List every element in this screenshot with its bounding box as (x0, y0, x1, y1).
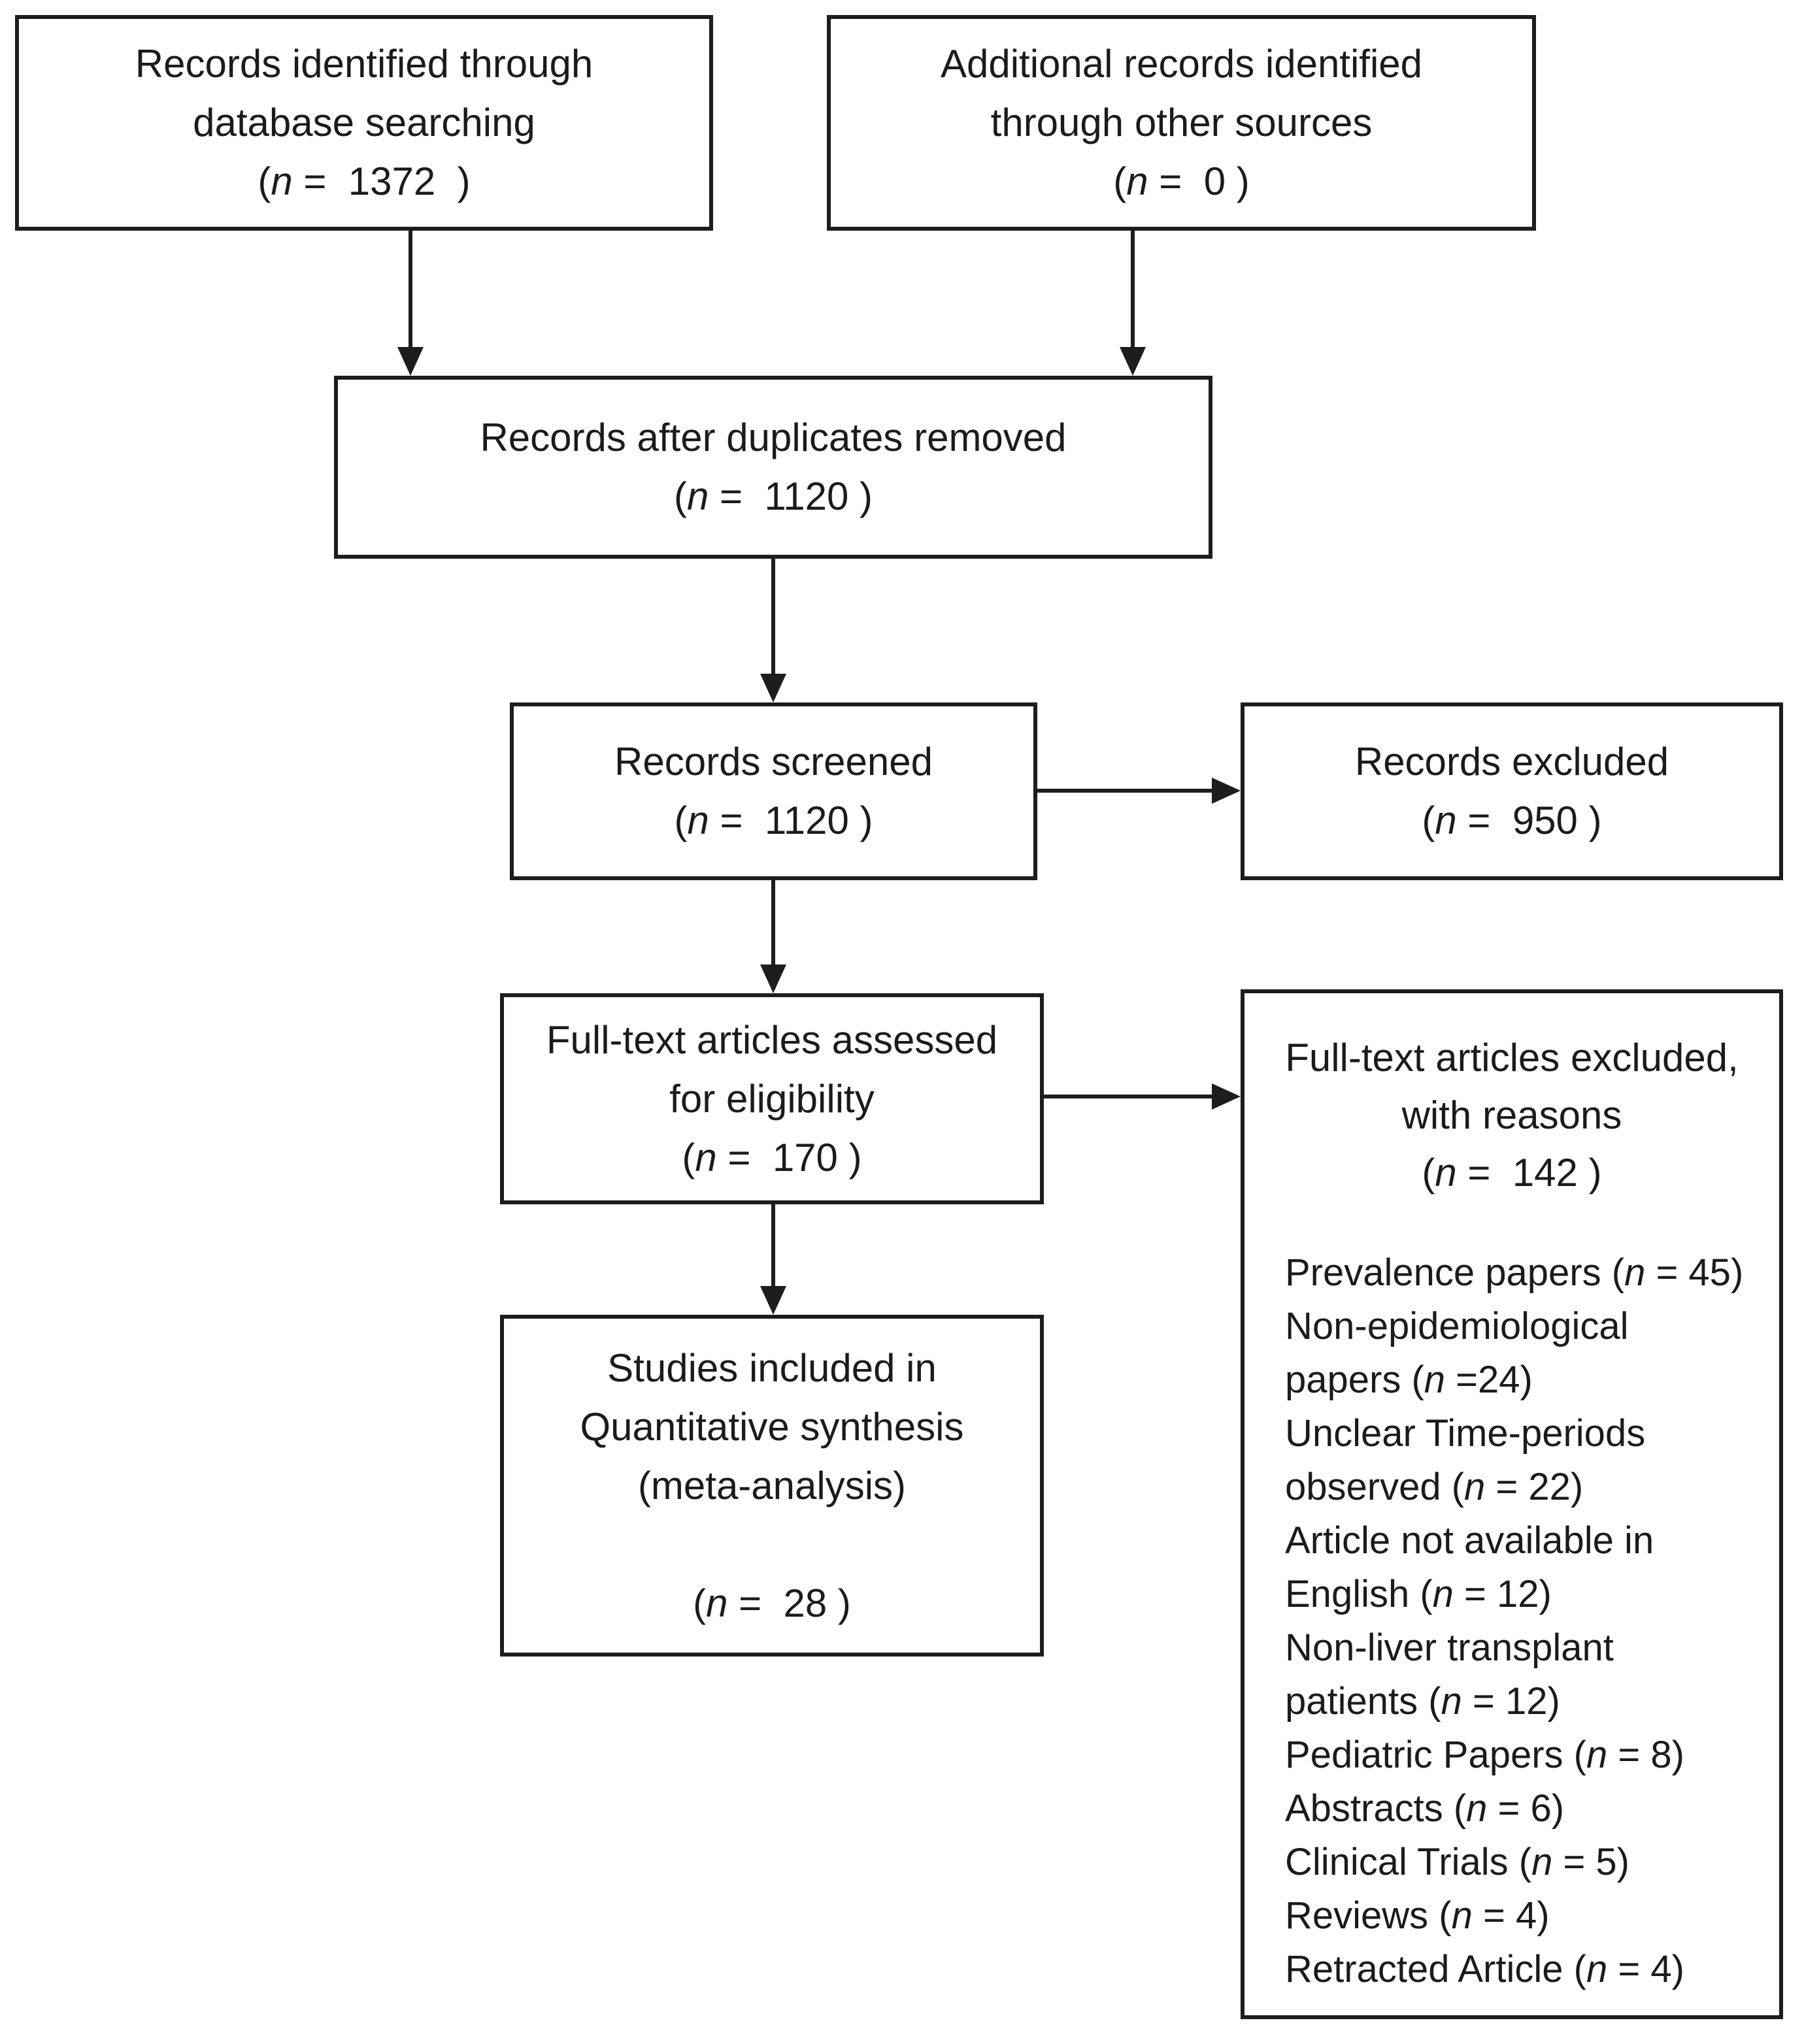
text-line: through other sources (990, 101, 1373, 144)
arrow-line (1037, 789, 1220, 793)
text-line: Non-epidemiological (1285, 1305, 1629, 1347)
fulltext-excluded-header: Full-text articles excluded, with reasons… (1244, 1029, 1779, 1202)
box-additional-records: Additional records identified through oth… (827, 15, 1536, 231)
text-line: Records excluded (1354, 740, 1669, 783)
text-line: papers (n =24) (1285, 1359, 1533, 1401)
text-line: Article not available in (1285, 1519, 1654, 1562)
box-studies-included: Studies included in Quantitative synthesi… (500, 1315, 1044, 1657)
text-line: Reviews (n = 4) (1285, 1894, 1550, 1937)
text-line (767, 1515, 778, 1574)
text-line: (n = 170 ) (682, 1135, 862, 1179)
text-line: (n = 1120 ) (673, 474, 873, 518)
text-line: Quantitative synthesis (580, 1404, 964, 1449)
text-line: Records screened (614, 740, 933, 783)
text-line: Full-text articles excluded, (1285, 1036, 1739, 1080)
text-line: (n = 1372 ) (258, 159, 471, 203)
arrow-line (771, 559, 775, 680)
arrow-line (771, 880, 775, 969)
arrowhead-right-icon (1212, 778, 1241, 804)
text-line: Retracted Article (n = 4) (1285, 1948, 1684, 1990)
text-line: (meta-analysis) (637, 1463, 907, 1508)
arrow-line (771, 1204, 775, 1291)
arrowhead-right-icon (1212, 1083, 1241, 1110)
text-line: English (n = 12) (1285, 1573, 1552, 1615)
box-fulltext-excluded: Full-text articles excluded, with reasons… (1241, 989, 1783, 2019)
text-line: (n = 950 ) (1422, 799, 1602, 842)
text-line: (n = 0 ) (1113, 159, 1250, 203)
text-line: Pediatric Papers (n = 8) (1285, 1734, 1684, 1776)
box-records-screened: Records screened (n = 1120 ) (510, 702, 1037, 880)
text-line: Abstracts (n = 6) (1285, 1787, 1565, 1830)
arrowhead-down-icon (397, 347, 424, 376)
text-line: (n = 1120 ) (674, 799, 873, 842)
box-records-excluded: Records excluded (n = 950 ) (1241, 702, 1783, 880)
text-line: Unclear Time-periods (1285, 1412, 1646, 1455)
text-line: with reasons (1401, 1093, 1622, 1137)
arrowhead-down-icon (1120, 347, 1146, 376)
arrowhead-down-icon (760, 964, 786, 993)
text-line: Full-text articles assessed (546, 1017, 998, 1062)
box-records-identified: Records identified through database searc… (15, 15, 713, 231)
text-line: Records after duplicates removed (480, 416, 1067, 459)
arrowhead-down-icon (760, 1286, 786, 1315)
text-line: observed (n = 22) (1285, 1466, 1584, 1508)
arrow-line (1131, 231, 1135, 352)
box-duplicates-removed: Records after duplicates removed (n = 112… (334, 376, 1212, 559)
text-line: Records identified through (135, 42, 593, 86)
text-line: Studies included in (607, 1345, 937, 1390)
arrow-line (1044, 1095, 1220, 1098)
text-line: (n = 28 ) (693, 1581, 851, 1625)
text-line: Prevalence papers (n = 45) (1285, 1251, 1744, 1294)
text-line: for eligibility (669, 1076, 875, 1121)
text-line: patients (n = 12) (1285, 1680, 1560, 1723)
text-line: Non-liver transplant (1285, 1626, 1614, 1669)
text-line: database searching (193, 101, 535, 144)
arrowhead-down-icon (760, 674, 786, 702)
text-line: (n = 142 ) (1422, 1151, 1602, 1195)
text-line: Additional records identified (940, 42, 1423, 86)
arrow-line (409, 231, 412, 352)
box-fulltext-assessed: Full-text articles assessed for eligibili… (500, 993, 1044, 1204)
text-line: Clinical Trials (n = 5) (1285, 1841, 1629, 1883)
exclusion-reasons-list: Prevalence papers (n = 45) Non-epidemiolo… (1244, 1246, 1779, 1996)
